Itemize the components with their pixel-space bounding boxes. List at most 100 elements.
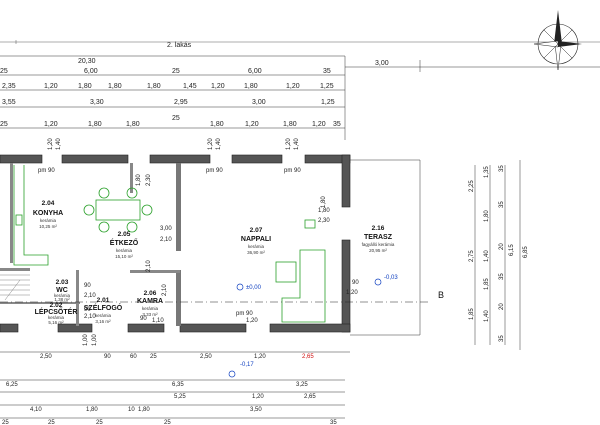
dim-r5-3: 1,80 xyxy=(126,121,140,128)
right-dimensions xyxy=(474,160,521,350)
kitchen-counter xyxy=(13,165,49,266)
svg-text:1,38 m²: 1,38 m² xyxy=(54,297,70,302)
rc2-3: 1,85 xyxy=(484,278,490,290)
dim-r2-0: 25 xyxy=(0,68,8,75)
inner-kam2: 90 xyxy=(140,316,147,322)
inner-e2: 2,10 xyxy=(160,237,172,243)
svg-text:ÉTKEZŐ: ÉTKEZŐ xyxy=(110,238,139,247)
rc2-0: 1,35 xyxy=(484,166,490,178)
dim-overall-width: 20,30 xyxy=(78,58,96,65)
north-arrow-icon xyxy=(533,10,582,71)
svg-text:2.03: 2.03 xyxy=(56,279,69,286)
open-3: 2,30 xyxy=(146,174,152,186)
level-main: ±0,00 xyxy=(236,283,262,291)
rc3-0: 35 xyxy=(499,165,505,172)
b1-1: 2,50 xyxy=(40,354,52,360)
rc1-1: 2,75 xyxy=(469,250,475,262)
svg-text:-0,17: -0,17 xyxy=(240,362,254,368)
svg-text:15,10 m²: 15,10 m² xyxy=(115,254,133,259)
dim-r4-1: 3,30 xyxy=(90,99,104,106)
svg-text:2.16: 2.16 xyxy=(372,225,385,232)
dim-r5-8: 1,20 xyxy=(312,121,326,128)
rc3-1: 35 xyxy=(499,201,505,208)
dim-r5-6: 1,20 xyxy=(245,121,259,128)
b4-1: 1,80 xyxy=(86,407,98,413)
dim-r2-3: 6,00 xyxy=(248,68,262,75)
pm-0: pm 90 xyxy=(38,168,55,174)
dim-r3-9: 1,25 xyxy=(320,83,334,90)
dim-r5-9: 35 xyxy=(333,121,341,128)
room-nappali: 2.07 NAPPALI kerámia 36,90 m² xyxy=(241,227,271,255)
rc3-5: 35 xyxy=(499,335,505,342)
unit-label: 2. lakás xyxy=(167,42,192,49)
terrace-outline xyxy=(350,159,421,336)
svg-text:SZÉLFOGÓ: SZÉLFOGÓ xyxy=(84,303,123,312)
b1-6: 2,50 xyxy=(200,354,212,360)
rc2-1: 1,80 xyxy=(484,210,490,222)
dim-r2-4: 35 xyxy=(323,68,331,75)
svg-text:kerámia: kerámia xyxy=(142,306,159,311)
dim-r5-0: 25 xyxy=(0,121,8,128)
section-label: B xyxy=(438,290,444,300)
inner-e1: 3,00 xyxy=(160,226,172,232)
level-terrace: -0,03 xyxy=(374,275,398,286)
dining-table xyxy=(83,187,153,233)
dim-r3-1: 1,20 xyxy=(44,83,58,90)
svg-text:36,90 m²: 36,90 m² xyxy=(247,250,265,255)
inner-n3: 2,10 xyxy=(146,260,152,272)
b2-1: 6,35 xyxy=(172,382,184,388)
open-4: 1,20 xyxy=(208,138,214,150)
svg-text:±0,00: ±0,00 xyxy=(246,285,262,291)
room-kamra: 2.06 KAMRA kerámia 3,33 m² xyxy=(137,290,163,317)
inner-kam4: 1,20 xyxy=(246,318,258,324)
pm-2: pm 90 xyxy=(284,168,301,174)
b1-3: 90 xyxy=(104,354,111,360)
svg-text:KAMRA: KAMRA xyxy=(137,298,163,305)
svg-text:KONYHA: KONYHA xyxy=(33,210,63,217)
room-lepcsoter: 2.02 LÉPCSŐTÉR kerámia 5,16 m² xyxy=(35,302,78,325)
dim-r3-8: 1,20 xyxy=(286,83,300,90)
room-terasz: 2.16 TERASZ fagyálló kerámia 20,95 m² xyxy=(362,225,395,253)
dim-r5-5: 1,80 xyxy=(210,121,224,128)
dim-r3-5: 1,45 xyxy=(183,83,197,90)
pm-1: pm 90 xyxy=(206,168,223,174)
dim-terrace-width: 3,00 xyxy=(375,60,389,67)
top-dimensions xyxy=(0,55,600,140)
svg-text:2.01: 2.01 xyxy=(97,297,110,304)
room-etkezo: 2.05 ÉTKEZŐ kerámia 15,10 m² xyxy=(110,231,139,259)
dim-r3-3: 1,80 xyxy=(108,83,122,90)
b5-1: 25 xyxy=(48,420,55,425)
level-outside: -0,17 xyxy=(228,362,254,378)
b1-5: 25 xyxy=(150,354,157,360)
b4-2: 10 xyxy=(128,407,135,413)
dim-r5-1: 1,20 xyxy=(44,121,58,128)
svg-text:2.06: 2.06 xyxy=(144,290,157,297)
svg-text:LÉPCSŐTÉR: LÉPCSŐTÉR xyxy=(35,307,78,316)
dim-r3-0: 2,35 xyxy=(2,83,16,90)
dim-r4-0: 3,55 xyxy=(2,99,16,106)
rc2-2: 1,40 xyxy=(484,250,490,262)
b1-0: 1,00 xyxy=(83,334,89,346)
dim-r3-6: 1,20 xyxy=(211,83,225,90)
svg-text:2.02: 2.02 xyxy=(50,302,63,309)
svg-text:kerámia: kerámia xyxy=(40,218,57,223)
room-konyha: 2.04 KONYHA kerámia 10,25 m² xyxy=(33,200,63,229)
svg-text:kerámia: kerámia xyxy=(54,293,71,298)
inner-w1: 90 xyxy=(84,283,91,289)
svg-text:kerámia: kerámia xyxy=(95,313,112,318)
room-szelfogo: 2.01 SZÉLFOGÓ kerámia 3,16 m² xyxy=(84,297,123,324)
b5-0: 25 xyxy=(2,420,9,425)
dim-r5-2: 1,80 xyxy=(88,121,102,128)
open-5: 1,40 xyxy=(216,138,222,150)
rc4-0: 6,15 xyxy=(509,244,515,256)
dim-r3-2: 1,80 xyxy=(78,83,92,90)
svg-text:3,33 m²: 3,33 m² xyxy=(142,312,158,317)
stairs xyxy=(0,274,30,301)
b5-2: 25 xyxy=(96,420,103,425)
dim-r3-7: 1,80 xyxy=(244,83,258,90)
svg-text:NAPPALI: NAPPALI xyxy=(241,236,271,243)
rc3-4: 20 xyxy=(499,303,505,310)
bottom-dimensions xyxy=(0,351,350,419)
b5-3: 25 xyxy=(164,420,171,425)
